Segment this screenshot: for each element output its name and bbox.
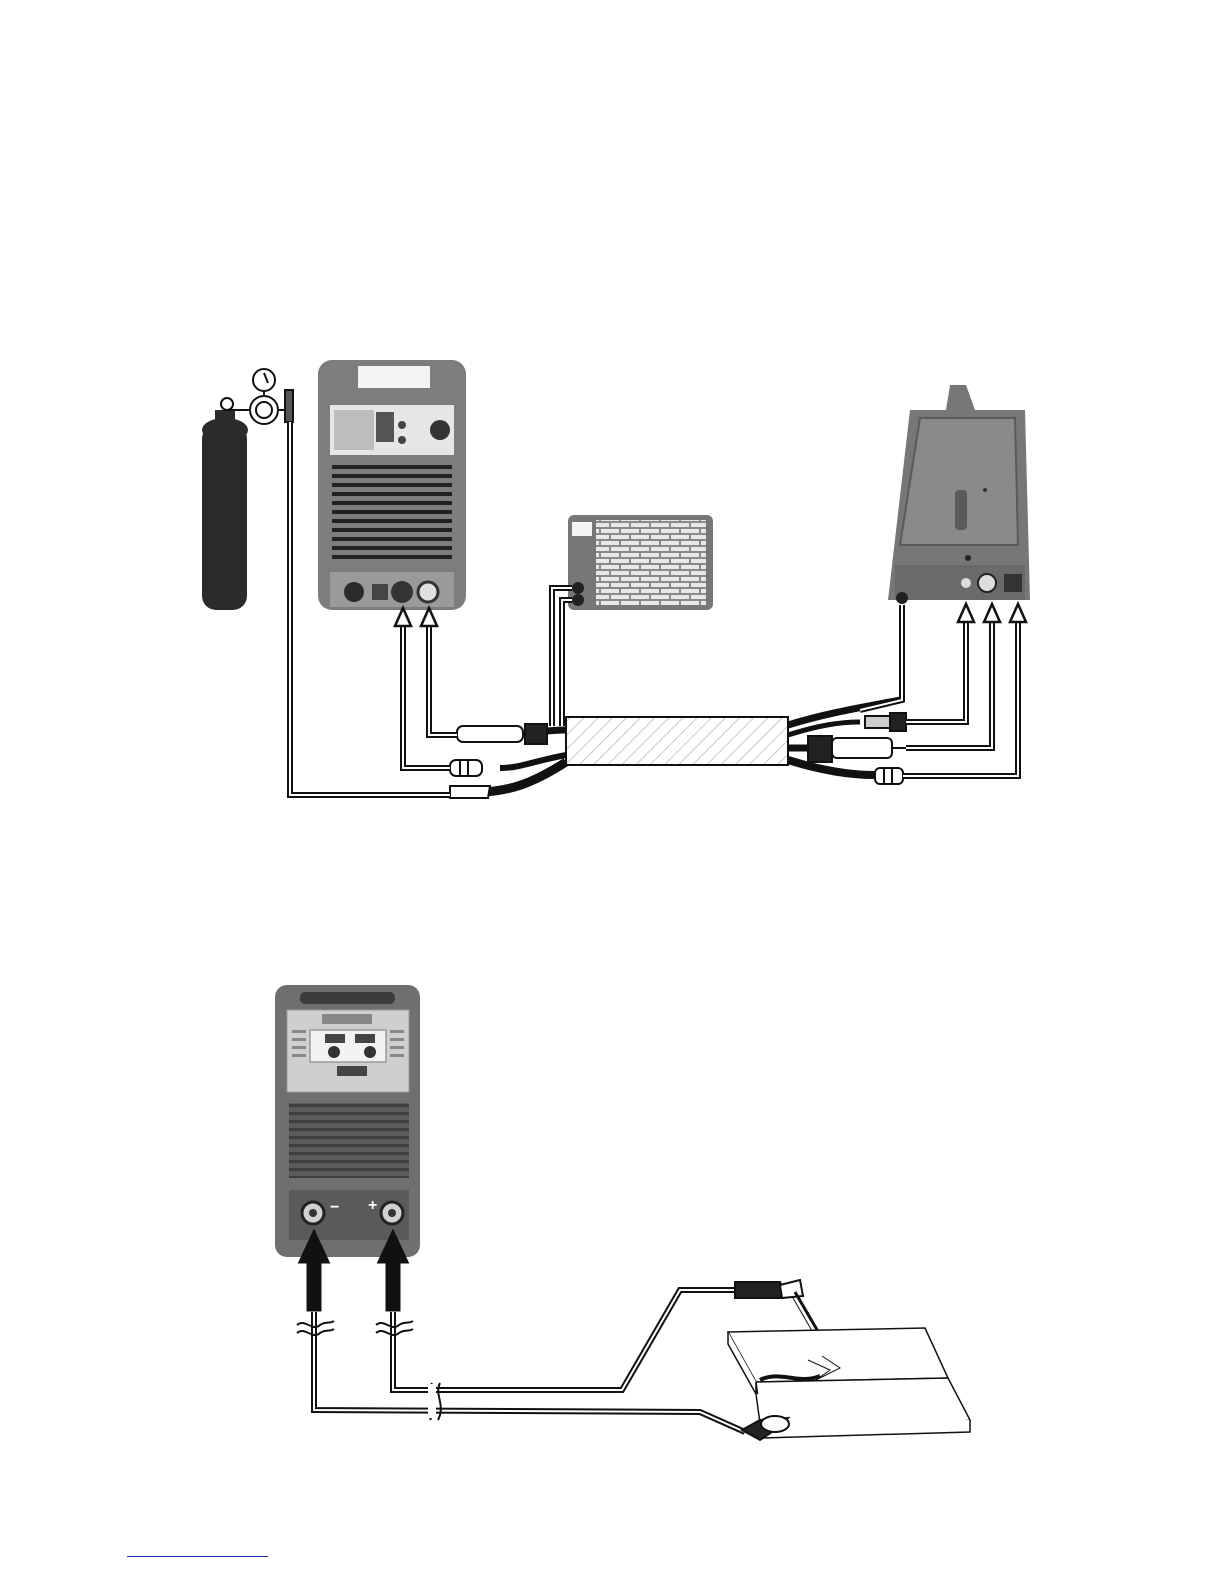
footer-rule: [127, 1556, 268, 1557]
power-source-mma: [275, 985, 420, 1257]
cable-lines: [297, 1290, 745, 1432]
cable-break-gap: [428, 1384, 436, 1418]
polarity-minus: −: [330, 1199, 339, 1216]
polarity-plus: +: [368, 1197, 377, 1214]
